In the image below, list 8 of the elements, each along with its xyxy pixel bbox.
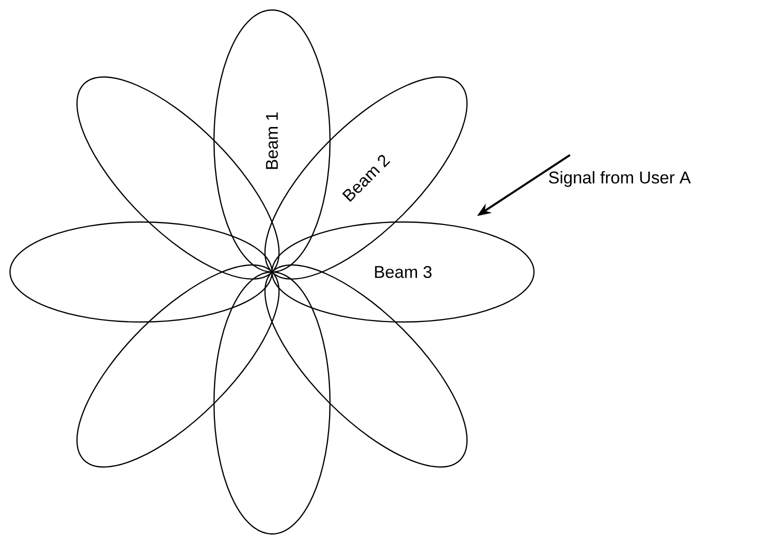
- beam-lobe: [264, 264, 468, 468]
- beam-lobe: Beam 1: [213, 9, 331, 273]
- beam-lobe: [76, 76, 280, 280]
- beam-lobe: [76, 264, 280, 468]
- label-text: Signal from User A: [548, 171, 691, 187]
- beam-lobe: Beam 3: [271, 221, 535, 323]
- beam-lobe: [9, 221, 273, 323]
- beam-lobe: [213, 271, 331, 535]
